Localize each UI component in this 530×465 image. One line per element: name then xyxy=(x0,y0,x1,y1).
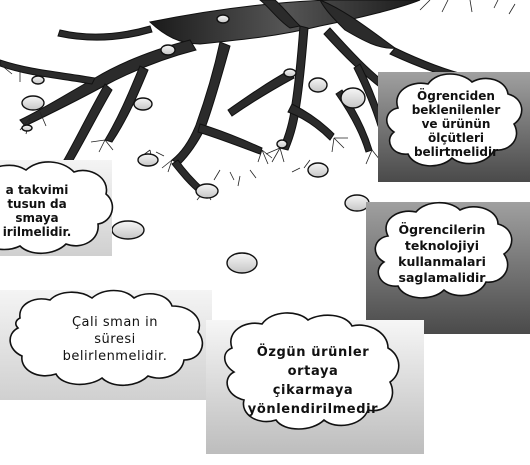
cloud-line: saglamalidir xyxy=(390,270,494,286)
cloud-line: irilmelidir. xyxy=(0,225,96,239)
cloud-line: Ögrencilerin xyxy=(390,222,494,238)
cloud-line: teknolojiyi xyxy=(390,238,494,254)
bubble xyxy=(161,45,175,55)
cloud-line: Özgün ürünler xyxy=(238,343,388,362)
cloud-text-left-clipped: a takvimi tusun da smaya irilmelidir. xyxy=(0,183,96,239)
bubble xyxy=(227,253,257,273)
cloud-text-right-middle: Ögrencilerin teknolojiyi kullanmalari sa… xyxy=(390,222,494,286)
bubble xyxy=(217,15,229,23)
bubble xyxy=(112,221,144,239)
bubble xyxy=(32,76,44,84)
bubble xyxy=(196,184,218,198)
cloud-line: kullanmalari xyxy=(390,254,494,270)
cloud-line: süresi xyxy=(40,331,190,348)
bubble xyxy=(134,98,152,110)
cloud-text-top-right: Ögrenciden beklenilenler ve ürünün ölçüt… xyxy=(404,89,508,159)
bubble xyxy=(277,140,287,148)
cloud-line: beklenilenler xyxy=(404,103,508,117)
bubble xyxy=(345,195,369,211)
cloud-line: ve ürünün xyxy=(404,117,508,131)
bubble xyxy=(22,96,44,110)
cloud-text-bottom-left: Çali sman in süresi belirlenmelidir. xyxy=(40,314,190,365)
cloud-line: ölçütleri xyxy=(404,131,508,145)
cloud-line: Ögrenciden xyxy=(404,89,508,103)
bubble xyxy=(309,78,327,92)
bubble xyxy=(284,69,296,77)
bubble xyxy=(138,154,158,166)
cloud-line: çikarmaya xyxy=(238,381,388,400)
bubble xyxy=(308,163,328,177)
cloud-line: yönlendirilmedir xyxy=(238,400,388,419)
bubble xyxy=(341,88,365,108)
cloud-text-bottom-center: Özgün ürünler ortaya çikarmaya yönlendir… xyxy=(238,343,388,419)
cloud-line: belirtmelidir xyxy=(404,145,508,159)
cloud-line: smaya xyxy=(0,211,96,225)
cloud-line: Çali sman in xyxy=(40,314,190,331)
cloud-line: ortaya xyxy=(238,362,388,381)
cloud-line: a takvimi xyxy=(0,183,96,197)
bubble xyxy=(22,125,32,131)
cloud-line: tusun da xyxy=(0,197,96,211)
cloud-line: belirlenmelidir. xyxy=(40,348,190,365)
